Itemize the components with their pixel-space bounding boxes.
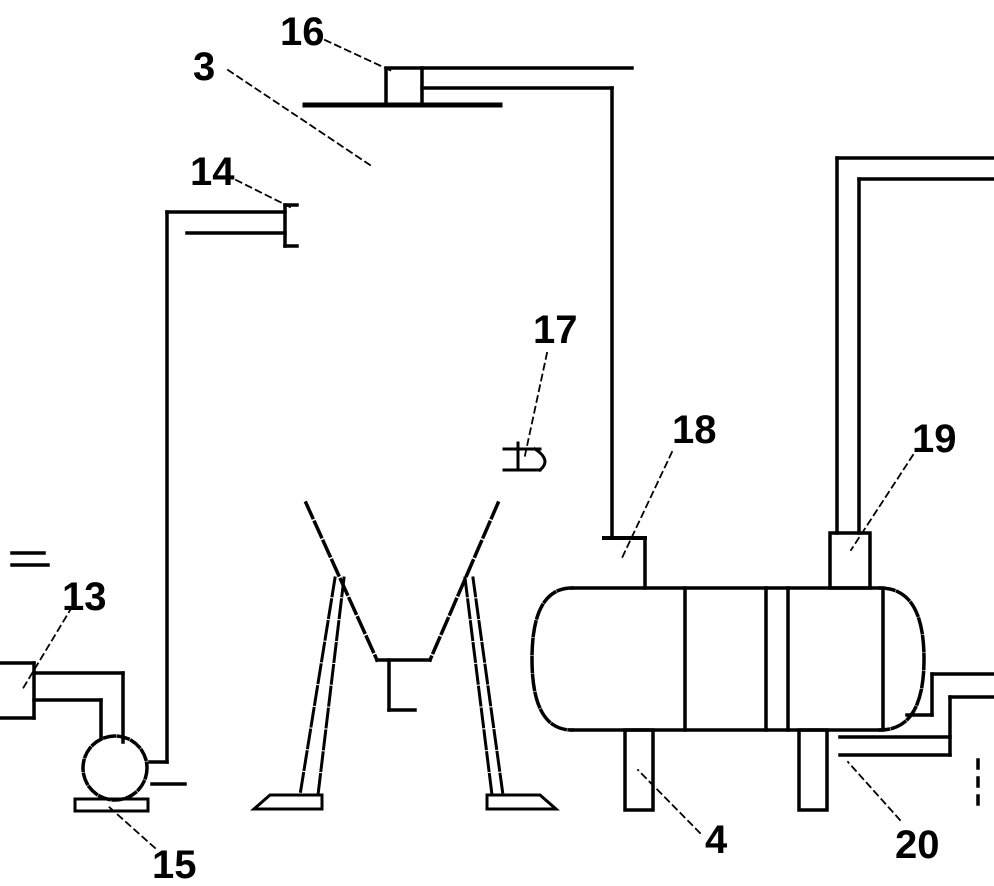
leader-16 xyxy=(323,38,396,74)
pump-15 xyxy=(73,734,150,813)
label-14: 14 xyxy=(190,150,235,194)
leader-lines xyxy=(20,38,915,850)
pipe-15-to-14 xyxy=(148,210,187,786)
label-13: 13 xyxy=(62,575,107,619)
leader-14 xyxy=(234,178,292,209)
inlet-13 xyxy=(0,551,125,744)
leader-4 xyxy=(636,768,702,835)
label-16: 16 xyxy=(280,10,325,54)
label-4: 4 xyxy=(705,818,728,862)
nozzle-17 xyxy=(502,441,547,473)
label-19: 19 xyxy=(912,417,957,461)
leader-20 xyxy=(846,760,902,822)
vessel-3-legs xyxy=(298,576,505,797)
tank-4 xyxy=(530,586,926,732)
leader-13 xyxy=(20,605,74,692)
outlet-20 xyxy=(838,672,994,810)
label-15: 15 xyxy=(152,843,197,886)
label-18: 18 xyxy=(672,408,717,452)
tank-4-supports xyxy=(623,728,829,812)
inlet-14 xyxy=(165,203,299,248)
label-3: 3 xyxy=(193,45,215,89)
leader-17 xyxy=(522,351,549,462)
top-outlet-16 xyxy=(302,66,634,108)
outlet-19 xyxy=(828,156,994,590)
pipe-16-to-18 xyxy=(602,86,647,590)
leader-19 xyxy=(849,453,915,552)
label-17: 17 xyxy=(533,308,578,352)
label-20: 20 xyxy=(895,823,940,867)
leader-3 xyxy=(226,68,372,167)
vessel-3-feet xyxy=(250,793,560,811)
leader-18 xyxy=(619,450,674,562)
leader-15 xyxy=(106,804,157,850)
part-labels: 3 16 14 17 18 19 13 15 4 20 xyxy=(62,10,957,886)
